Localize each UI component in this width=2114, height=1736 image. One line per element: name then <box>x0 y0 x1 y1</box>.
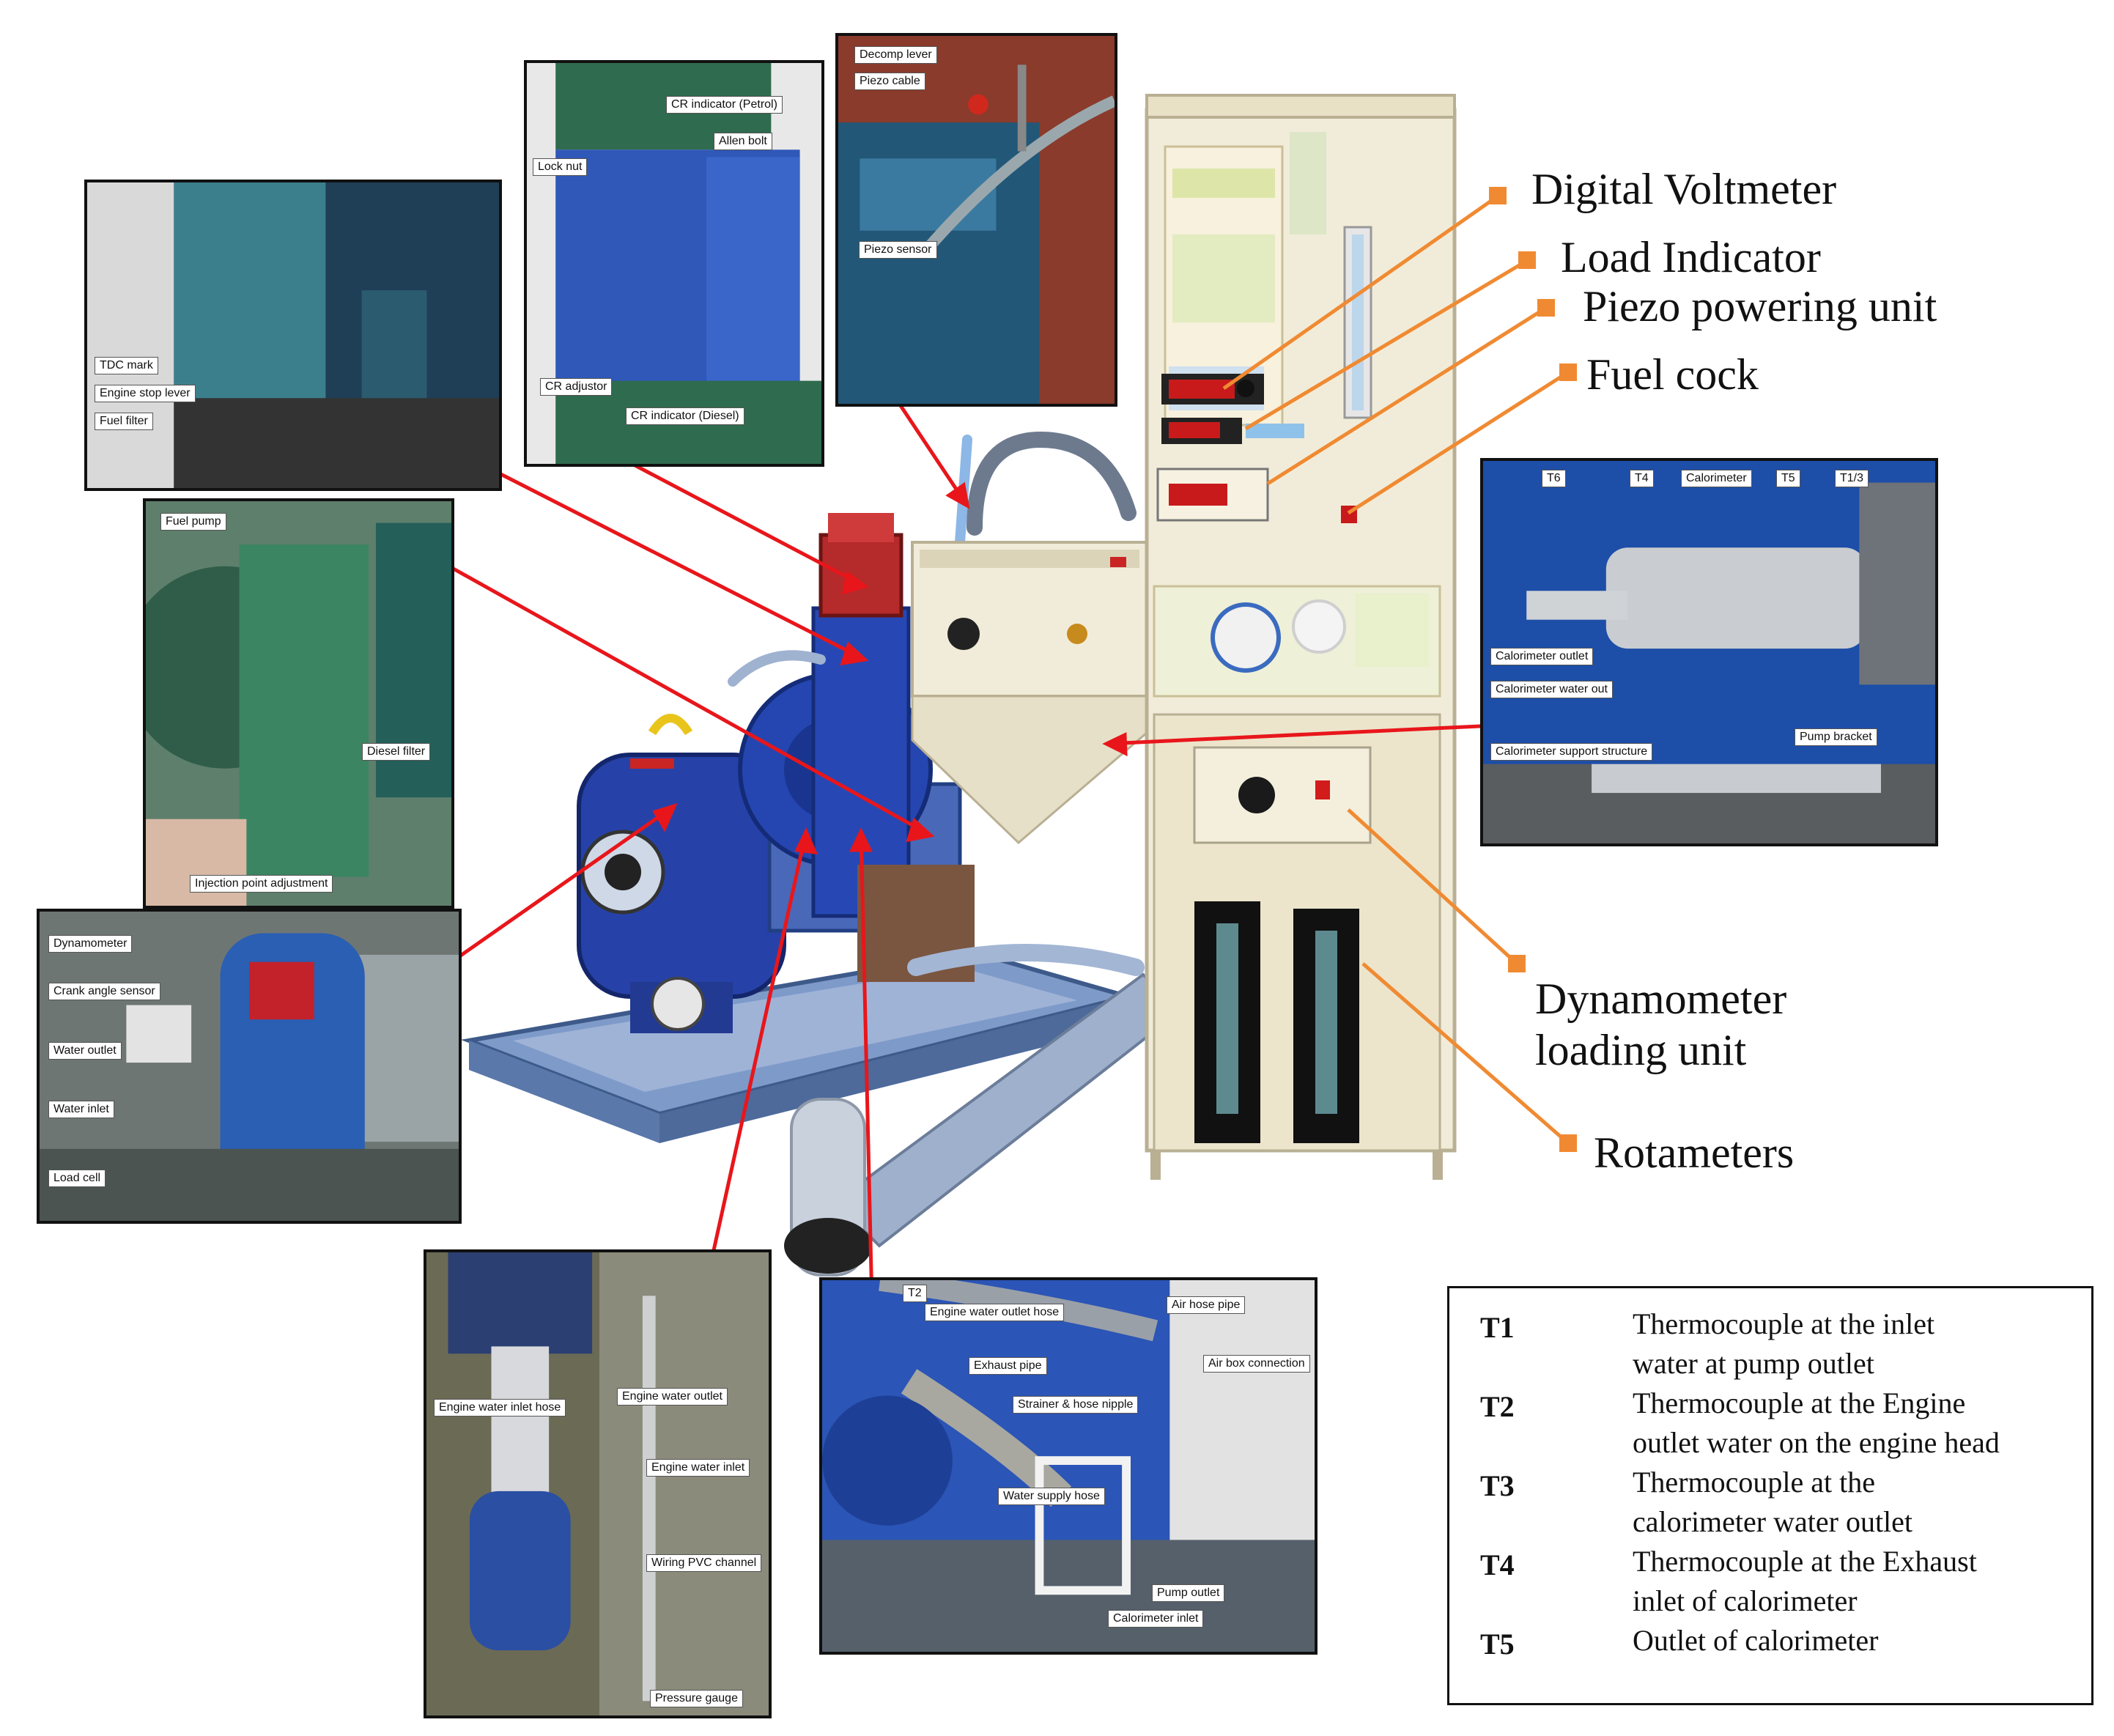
label-dynamometer: Dynamometer <box>48 935 133 953</box>
label-pump-outlet: Pump outlet <box>1152 1584 1225 1602</box>
callout-rotameters: Rotameters <box>1594 1129 1795 1177</box>
label-cr-adjustor: CR adjustor <box>540 378 613 396</box>
label-calorimeter-water-out: Calorimeter water out <box>1490 681 1613 698</box>
label-diesel-filter: Diesel filter <box>362 743 431 761</box>
callout-piezo-powering-unit: Piezo powering unit <box>1583 282 1937 330</box>
legend-desc-t4-line2: inlet of calorimeter <box>1633 1584 1858 1617</box>
photo-fuel-pump: Fuel pump Diesel filter Injection point … <box>143 498 454 909</box>
label-injection-point-adjustment: Injection point adjustment <box>190 875 333 893</box>
label-fuel-filter: Fuel filter <box>95 413 153 430</box>
legend-desc-t1-line2: water at pump outlet <box>1633 1347 1874 1380</box>
orange-squares <box>1489 187 1577 1152</box>
label-exhaust-pipe: Exhaust pipe <box>969 1357 1047 1375</box>
label-allen-bolt: Allen bolt <box>714 133 772 150</box>
console-drawing <box>911 541 1148 845</box>
callout-fuel-cock: Fuel cock <box>1586 350 1759 399</box>
legend-desc-t3-line1: Thermocouple at the <box>1633 1466 1875 1499</box>
legend-desc-t1-line1: Thermocouple at the inlet <box>1633 1307 1935 1340</box>
label-strainer-hose-nipple: Strainer & hose nipple <box>1013 1396 1139 1414</box>
legend-desc-t3-line2: calorimeter water outlet <box>1633 1505 1913 1538</box>
legend-desc-t5-line1: Outlet of calorimeter <box>1633 1624 1879 1657</box>
dynamometer-drawing <box>577 714 962 1033</box>
photo-dynamometer: Dynamometer Crank angle sensor Water out… <box>37 909 462 1224</box>
callout-load-indicator: Load Indicator <box>1561 233 1821 281</box>
label-engine-water-outlet: Engine water outlet <box>617 1388 728 1406</box>
legend-code-t4: T4 <box>1480 1548 1515 1581</box>
label-lock-nut: Lock nut <box>533 158 588 176</box>
label-water-supply-hose: Water supply hose <box>998 1488 1105 1505</box>
label-t6: T6 <box>1542 470 1566 487</box>
legend-desc-t4-line1: Thermocouple at the Exhaust <box>1633 1545 1977 1578</box>
photo-cr-head: CR indicator (Petrol) Allen bolt Lock nu… <box>524 60 824 467</box>
label-wiring-pvc-channel: Wiring PVC channel <box>646 1554 762 1572</box>
legend-code-t2: T2 <box>1480 1390 1515 1423</box>
label-t5: T5 <box>1776 470 1800 487</box>
legend-code-t1: T1 <box>1480 1311 1515 1344</box>
label-crank-angle-sensor: Crank angle sensor <box>48 983 160 1000</box>
label-calorimeter-outlet: Calorimeter outlet <box>1490 648 1594 665</box>
label-t1-3: T1/3 <box>1835 470 1869 487</box>
label-water-outlet: Water outlet <box>48 1042 122 1060</box>
label-engine-water-inlet: Engine water inlet <box>646 1459 750 1477</box>
label-air-box-connection: Air box connection <box>1203 1355 1310 1373</box>
label-pressure-gauge: Pressure gauge <box>650 1690 743 1707</box>
orange-pointers <box>1222 193 1570 1145</box>
main-cabinet-drawing <box>1145 94 1457 1180</box>
callout-loading-unit: loading unit <box>1535 1026 1747 1074</box>
label-water-inlet: Water inlet <box>48 1101 114 1118</box>
label-calorimeter-support-structure: Calorimeter support structure <box>1490 743 1653 761</box>
photo-engine-front: TDC mark Engine stop lever Fuel filter <box>84 180 502 491</box>
callout-digital-voltmeter: Digital Voltmeter <box>1531 165 1837 213</box>
label-cr-indicator-petrol: CR indicator (Petrol) <box>666 96 783 114</box>
thermocouple-legend: T1 Thermocouple at the inlet water at pu… <box>1447 1286 2093 1705</box>
label-load-cell: Load cell <box>48 1170 106 1187</box>
callout-dynamometer: Dynamometer <box>1535 975 1787 1023</box>
photo-piezo: Decomp lever Piezo cable Piezo sensor <box>835 33 1117 407</box>
label-piezo-cable: Piezo cable <box>854 73 925 90</box>
legend-code-t5: T5 <box>1480 1628 1515 1661</box>
photo-calorimeter: T6 T4 Calorimeter T5 T1/3 Calorimeter ou… <box>1480 458 1938 846</box>
label-air-hose-pipe: Air hose pipe <box>1167 1296 1246 1314</box>
label-tdc-mark: TDC mark <box>95 357 158 374</box>
label-cr-indicator-diesel: CR indicator (Diesel) <box>626 407 744 425</box>
label-fuel-pump: Fuel pump <box>160 513 226 531</box>
label-calorimeter-inlet: Calorimeter inlet <box>1108 1610 1204 1628</box>
label-decomp-lever: Decomp lever <box>854 46 937 64</box>
legend-desc-t2-line1: Thermocouple at the Engine <box>1633 1386 1966 1419</box>
photo-air-box: T2 Engine water outlet hose Air hose pip… <box>819 1277 1317 1655</box>
label-engine-water-inlet-hose: Engine water inlet hose <box>434 1399 566 1416</box>
legend-code-t3: T3 <box>1480 1469 1515 1502</box>
label-engine-stop-lever: Engine stop lever <box>95 385 196 402</box>
label-calorimeter: Calorimeter <box>1681 470 1752 487</box>
hoses <box>728 431 1145 976</box>
label-engine-water-outlet-hose: Engine water outlet hose <box>925 1304 1065 1321</box>
legend-desc-t2-line2: outlet water on the engine head <box>1633 1426 2000 1459</box>
base-frame <box>460 950 1137 1143</box>
label-t2: T2 <box>903 1285 927 1302</box>
label-t4: T4 <box>1630 470 1654 487</box>
exhaust-pipe <box>784 972 1183 1277</box>
photo-water-lines: Engine water outlet Engine water inlet h… <box>424 1249 772 1718</box>
label-pump-bracket: Pump bracket <box>1795 728 1877 746</box>
label-piezo-sensor: Piezo sensor <box>859 241 937 259</box>
